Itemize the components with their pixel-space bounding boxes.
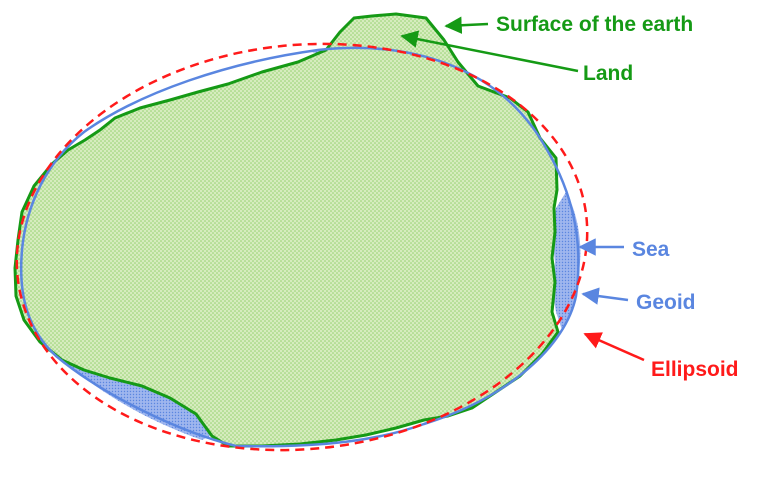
- land-label: Land: [583, 62, 633, 85]
- sea-label: Sea: [632, 238, 670, 261]
- geoid-arrow: [583, 294, 628, 300]
- geoid-label: Geoid: [636, 291, 696, 314]
- ellipsoid-label: Ellipsoid: [651, 358, 739, 381]
- ellipsoid-arrow: [585, 334, 644, 360]
- surface-arrow: [446, 24, 488, 26]
- surface-label: Surface of the earth: [496, 13, 693, 36]
